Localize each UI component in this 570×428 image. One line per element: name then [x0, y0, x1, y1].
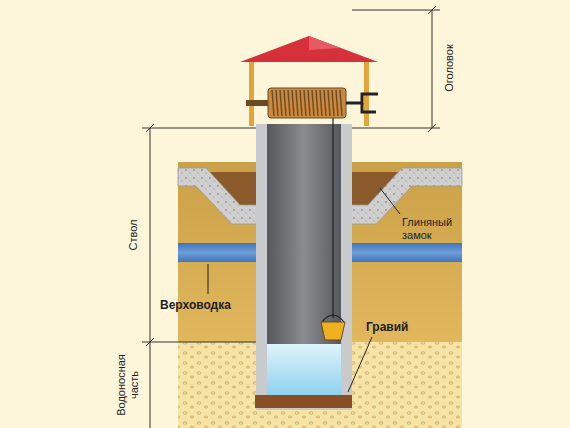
dimension-label: Водоносная часть	[115, 347, 141, 423]
dimension-label: Оголовок	[443, 28, 456, 108]
dimension-label: Ствол	[127, 195, 140, 275]
part-label: Верховодка	[160, 298, 250, 312]
part-label: Гравий	[366, 320, 436, 334]
part-label: Глиняный замок	[402, 216, 464, 242]
